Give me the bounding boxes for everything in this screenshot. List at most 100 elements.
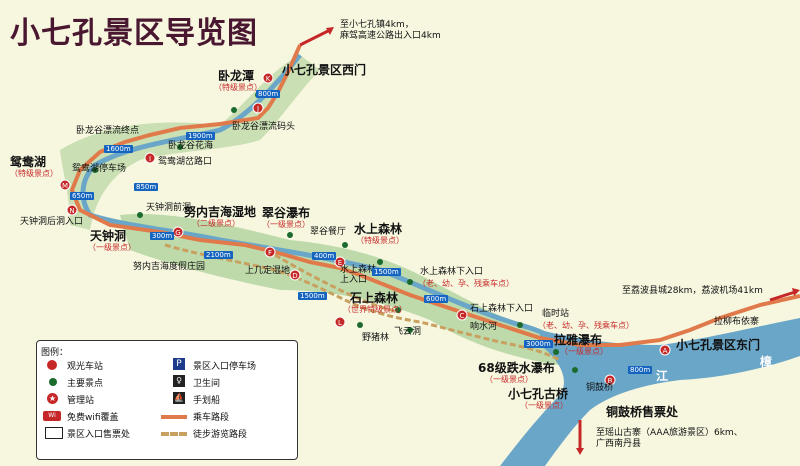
label-tianzhong-front: 天钟洞前洞 [146,203,192,213]
label-raft: 拉柳布依寨 [714,317,760,327]
station-a[interactable] [659,344,671,356]
label-temp-stop: 临时站 [542,309,570,319]
river-label-2: 江 [656,369,669,383]
scenic-dots [92,92,578,373]
bus-stop-icon [47,360,57,370]
station-letter-m: M [62,182,68,190]
station-n[interactable] [66,204,78,216]
legend-toilet: 卫生间 [193,379,221,389]
north-arrowhead [326,27,334,35]
distance-badge: 1500m [372,268,401,276]
label-forest: 水上森林 [354,222,403,236]
station-d[interactable] [289,269,301,281]
grade-lajia: （一级景点） [560,347,608,356]
label-stone-lower: 石上森林下入口 [470,304,534,314]
north-destination: 至小七孔镇4km， 麻驾高速公路出入口4km [340,20,441,42]
grade-wolongtan: （特级景点） [214,83,262,92]
station-k[interactable] [262,72,274,84]
map-title: 小七孔景区导览图 [10,16,258,51]
admin-station-icon: ★ [47,393,58,404]
station-l[interactable] [334,316,346,328]
distance-badge: 800m [256,90,281,98]
label-bridge: 小七孔古桥 [508,387,569,401]
bus-route-icon [161,415,187,419]
distance-badge: 800m [628,366,653,374]
bus-route [69,44,800,347]
north-exit-arrow [299,28,331,47]
boat-icon: ⛵ [173,392,185,404]
grade-cuigu: （一级景点） [262,220,310,229]
label-yuanyang-parking: 鸳鸯湖停车场 [72,164,127,174]
legend-scenic: 主要景点 [67,379,104,389]
station-m[interactable] [59,179,71,191]
label-east-gate: 小七孔景区东门 [676,338,761,352]
distance-badge: 1600m [104,145,133,153]
river-label: 樟 [760,355,773,369]
temp-note: （老、幼、孕、残乘车点） [538,321,634,330]
station-letter-a: A [663,347,668,355]
label-west-gate: 小七孔景区西门 [282,63,367,77]
east-arrowhead [792,288,800,296]
station-markers [59,72,671,386]
station-i[interactable] [144,152,156,164]
station-letter-e: E [338,259,342,267]
label-tianzhong-cave: 天钟洞 [90,229,127,243]
grade-forest: （特级景点） [356,236,404,245]
grade-stone-forest: （世界特级景点） [343,305,407,314]
label-tonggu-ticket: 铜鼓桥售票处 [606,405,679,419]
grade-level68: （一级景点） [485,375,533,384]
wifi-icon: Wi [43,411,61,421]
east-exit-arrow [769,290,796,302]
legend-admin: 管理站 [67,396,95,406]
south-arrowhead [576,448,584,455]
ticket-office-icon [45,427,63,439]
south-destination: 至瑶山古寨（AAA旅游景区）6km、 广西南丹县 [596,428,743,450]
distance-badge: 600m [424,295,449,303]
label-yuanyang-lake: 鸳鸯湖 [10,155,47,169]
station-letter-j: J [256,105,259,113]
distance-badge: 1900m [186,132,215,140]
label-forest-upper: 水上森林上入口 [340,265,377,285]
distance-badge: 3000m [524,340,553,348]
label-tianzhong-back: 天钟洞后洞入口 [20,217,84,227]
map-legend: 图例： 观光车站 P 景区入口停车场 主要景点 ♀ 卫生间 ★ 管理站 ⛵ 手划… [36,340,298,460]
label-xiangshui: 响水河 [470,322,498,332]
legend-boat: 手划船 [193,396,221,406]
distance-badge: 850m [134,183,159,191]
toilet-icon: ♀ [173,375,185,387]
label-wolongtan: 卧龙潭 [218,69,255,83]
distance-badge: 400m [312,252,337,260]
zhangjiang-river [500,318,800,466]
label-tonggu: 铜鼓桥 [586,383,614,393]
station-c[interactable] [456,309,468,321]
legend-wifi: 免费wifi覆盖 [67,413,119,423]
legend-title: 图例： [41,348,69,358]
label-yuanyang-junction: 鸳鸯湖岔路口 [158,157,213,167]
label-wolong-end: 卧龙谷漂流终点 [76,126,140,136]
label-shangji: 上几定湿地 [245,266,291,276]
label-wetland: 努内吉海湿地 [184,205,257,219]
label-stone-forest: 石上森林 [350,291,399,305]
grade-bridge: （一级景点） [520,401,568,410]
grade-yuanyang-lake: （特级景点） [10,169,58,178]
station-letter-b: B [608,377,613,385]
station-letter-f: F [268,249,272,257]
east-destination: 至荔波县城28km，荔波机场41km [622,286,763,296]
label-cuigu: 翠谷瀑布 [262,206,311,220]
station-e[interactable] [334,256,346,268]
station-f[interactable] [264,246,276,258]
station-b[interactable] [604,374,616,386]
forest-note: （老、幼、孕、残乘车点） [418,279,514,288]
station-letter-g: G [175,229,180,237]
scenic-spot-icon [49,378,57,386]
distance-badge: 650m [70,192,95,200]
station-letter-c: C [460,312,465,320]
distance-badge: 1500m [298,292,327,300]
label-zhu-pool: 野猪林 [362,333,390,343]
station-letter-d: D [292,272,297,280]
legend-bus-route: 乘车路段 [193,413,230,423]
station-j[interactable] [252,102,264,114]
station-letter-k: K [266,75,271,83]
label-resort: 努内吉海度假庄园 [133,262,206,272]
grade-tianzhong-cave: （一级景点） [88,243,136,252]
